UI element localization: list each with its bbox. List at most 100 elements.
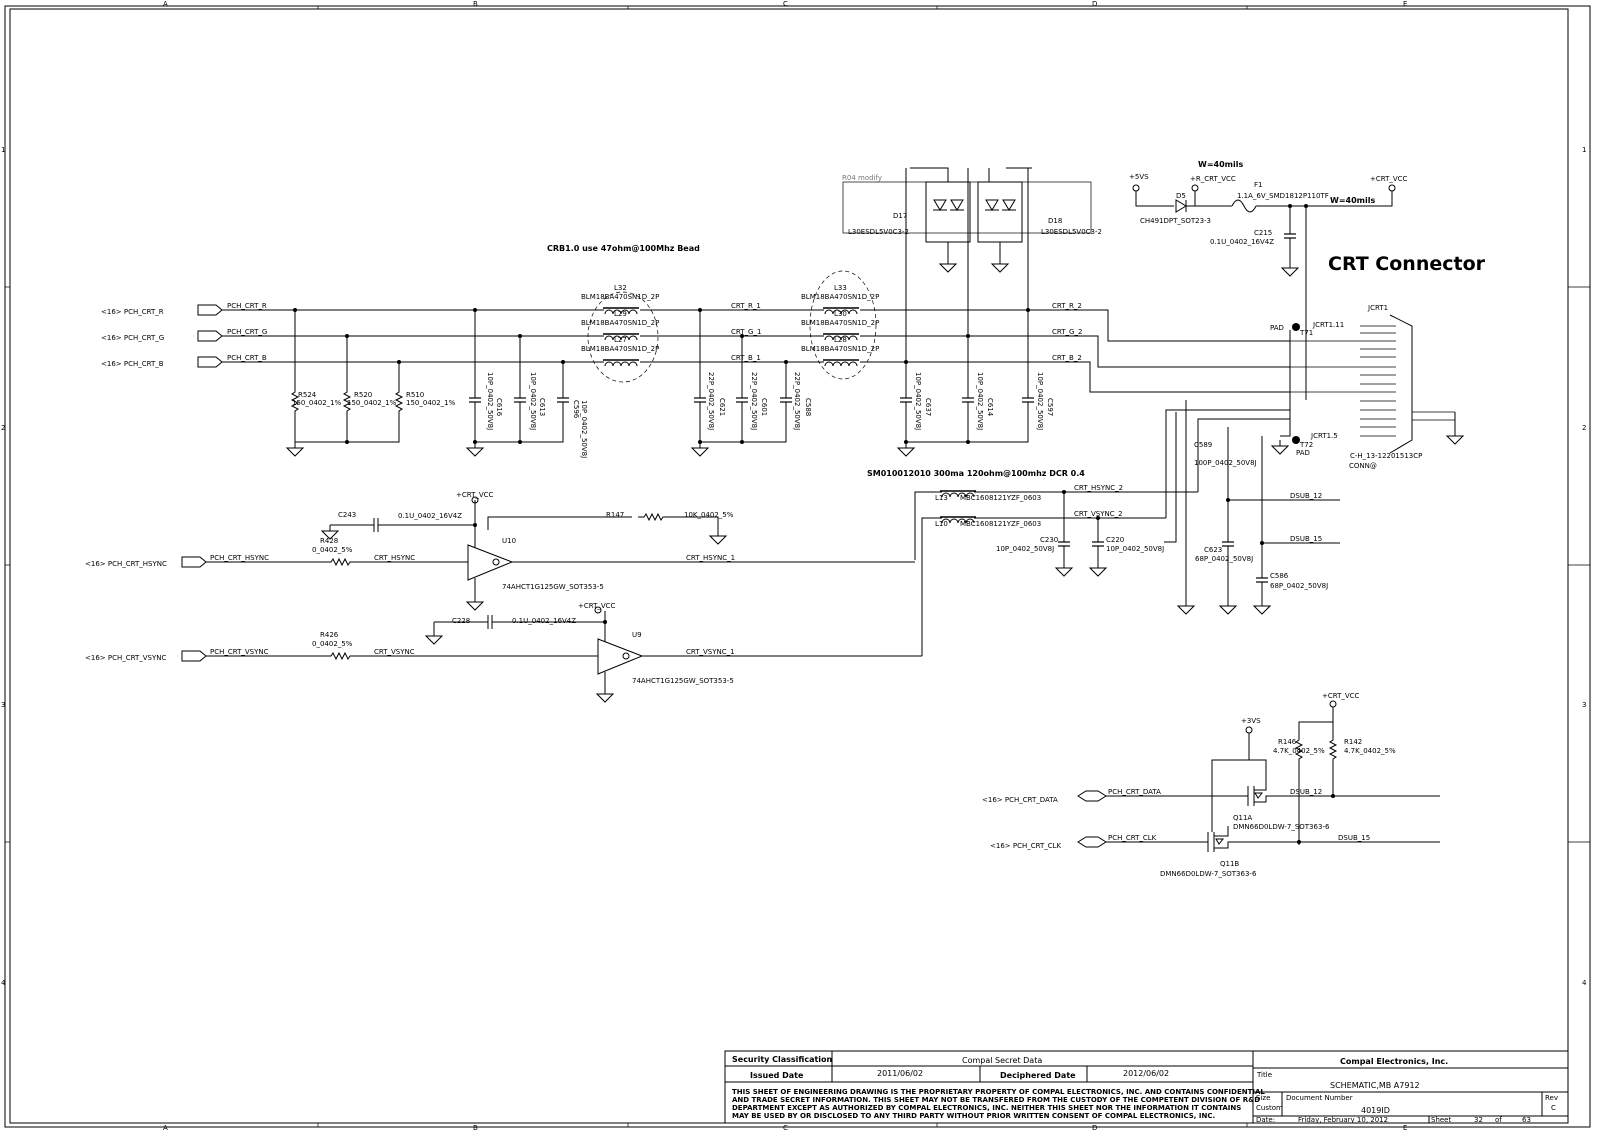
l30-val: BLM18BA470SN1D_2P <box>801 319 879 327</box>
c621-val: 22P_0402_50V8J <box>707 372 715 430</box>
r524-val: 150_0402_1% <box>292 399 342 407</box>
net-crt-hsync-1: CRT_HSYNC_1 <box>686 554 735 562</box>
sheet-border <box>4 5 1591 1128</box>
q11a-ref: Q11A <box>1233 814 1252 822</box>
net-dsub12-conn: DSUB_12 <box>1290 492 1322 500</box>
u10-val: 74AHCT1G125GW_SOT353-5 <box>502 583 604 591</box>
q11b-val: DMN66D0LDW-7_SOT363-6 <box>1160 870 1257 878</box>
d5-val: CH491DPT_SOT23-3 <box>1140 217 1211 225</box>
r510-ref: R510 <box>406 391 424 399</box>
net-crt-b-1: CRT_B_1 <box>731 354 761 362</box>
port-vsync <box>181 650 207 662</box>
c614-val: 10P_0402_50V8J <box>976 372 984 430</box>
issued-date-value: 2011/06/02 <box>877 1069 923 1078</box>
net-pch-crt-vsync: PCH_CRT_VSYNC <box>210 648 269 656</box>
net-crt-vsync-2: CRT_VSYNC_2 <box>1074 510 1123 518</box>
net-pch-crt-g: PCH_CRT_G <box>227 328 267 336</box>
net-crt-b-2: CRT_B_2 <box>1052 354 1082 362</box>
l27-val: BLM18BA470SN1D_2P <box>581 345 659 353</box>
r510-val: 150_0402_1% <box>406 399 456 407</box>
zone-row-2-right: 2 <box>1582 424 1586 432</box>
c637-ref: C637 <box>924 398 932 416</box>
power-r-crt-vcc: +R_CRT_VCC <box>1190 175 1236 183</box>
zone-row-4-right: 4 <box>1582 979 1587 987</box>
r428-val: 0_0402_5% <box>312 546 353 554</box>
zone-col-a: A <box>163 0 168 8</box>
c597-val: 10P_0402_50V8J <box>1036 372 1044 430</box>
power-crt-vcc-u10: +CRT_VCC <box>456 491 494 499</box>
l13-ref: L13 <box>935 494 948 502</box>
rev-value: C <box>1551 1104 1556 1112</box>
c228-val: 0.1U_0402_16V4Z <box>512 617 576 625</box>
power-crt-vcc-top: +CRT_VCC <box>1370 175 1408 183</box>
zone-row-4: 4 <box>1 979 6 987</box>
c613-val: 10P_0402_50V8J <box>529 372 537 430</box>
sync-filter-section: C589 100P_0402_50V8J C623 68P_0402_50V8J… <box>914 400 1340 653</box>
c588-val: 22P_0402_50V8J <box>793 372 801 430</box>
disclaimer-line-4: MAY BE USED BY OR DISCLOSED TO ANY THIRD… <box>732 1112 1215 1120</box>
r142-ref: R142 <box>1344 738 1362 746</box>
issued-date-label: Issued Date <box>750 1071 804 1080</box>
size-value: Custom <box>1256 1104 1283 1112</box>
c596-val: 10P_0402_50V8J <box>580 400 588 458</box>
net-pch-crt-b: PCH_CRT_B <box>227 354 267 362</box>
sheet-number: 32 <box>1474 1116 1483 1124</box>
jcrt1-val: C-H_13-12201513CP <box>1350 452 1422 460</box>
ddc-section: +CRT_VCC +3VS R146 4.7K_0402_5% R142 4.7… <box>982 692 1440 878</box>
c215-ref: C215 <box>1254 229 1272 237</box>
r147-ref: R147 <box>606 511 624 519</box>
power-3vs: +3VS <box>1241 717 1261 725</box>
disclaimer-line-2: AND TRADE SECRET INFORMATION. THIS SHEET… <box>732 1096 1260 1104</box>
zone-col-d: D <box>1092 0 1097 8</box>
esd-section: R04 modify D17 L30ESDL5V0C3-2 D18 L30ESD… <box>842 167 1102 273</box>
c220-ref: C220 <box>1106 536 1124 544</box>
c623-val: 68P_0402_50V8J <box>1195 555 1253 563</box>
l13-val: MBC1608121YZF_0603 <box>960 494 1041 502</box>
d17-val: L30ESDL5V0C3-2 <box>848 228 909 236</box>
net-dsub12-ddc: DSUB_12 <box>1290 788 1322 796</box>
zone-col-d-bottom: D <box>1092 1124 1097 1131</box>
security-classification-value: Compal Secret Data <box>962 1056 1042 1065</box>
zone-col-b-bottom: B <box>473 1124 478 1131</box>
jcrt1-ref: JCRT1 <box>1367 304 1388 312</box>
disclaimer-line-3: DEPARTMENT EXCEPT AS AUTHORIZED BY COMPA… <box>732 1104 1241 1112</box>
net-dsub15-conn: DSUB_15 <box>1290 535 1322 543</box>
port-r <box>197 304 223 316</box>
r520-ref: R520 <box>354 391 372 399</box>
net-crt-vsync-1: CRT_VSYNC_1 <box>686 648 735 656</box>
d17-ref: D17 <box>893 212 907 220</box>
zone-col-c-bottom: C <box>783 1124 788 1131</box>
c614-ref: C614 <box>986 398 994 417</box>
net-crt-r-1: CRT_R_1 <box>731 302 761 310</box>
zone-col-a-bottom: A <box>163 1124 168 1131</box>
l28-val: BLM18BA470SN1D_2P <box>801 345 879 353</box>
sheet-of-label: of <box>1495 1116 1502 1124</box>
port-b <box>197 356 223 368</box>
u9-val: 74AHCT1G125GW_SOT353-5 <box>632 677 734 685</box>
r04-modify-note: R04 modify <box>842 174 882 182</box>
c613-ref: C613 <box>538 398 546 416</box>
f1-val: 1.1A_6V_SMD1812P110TF <box>1237 192 1329 200</box>
c220-val: 10P_0402_50V8J <box>1106 545 1164 553</box>
net-pch-crt-hsync: PCH_CRT_HSYNC <box>210 554 269 562</box>
l27-ref: L27 <box>614 336 627 344</box>
sheet-label: Sheet <box>1431 1116 1451 1124</box>
t71-ref: T71 <box>1299 329 1313 337</box>
c616-ref: C616 <box>495 398 503 417</box>
zone-row-3-right: 3 <box>1582 701 1586 709</box>
t71-pad: PAD <box>1270 324 1284 332</box>
net-pch-crt-data: PCH_CRT_DATA <box>1108 788 1161 796</box>
power-crt-vcc-ddc: +CRT_VCC <box>1322 692 1360 700</box>
offpage-pch-crt-r: <16> PCH_CRT_R <box>101 308 164 316</box>
r146-ref: R146 <box>1278 738 1297 746</box>
d5-ref: D5 <box>1176 192 1186 200</box>
port-data <box>1077 790 1107 802</box>
offpage-pch-crt-vsync: <16> PCH_CRT_VSYNC <box>85 654 166 662</box>
r426-val: 0_0402_5% <box>312 640 353 648</box>
power-5vs: +5VS <box>1129 173 1149 181</box>
net-crt-hsync-2: CRT_HSYNC_2 <box>1074 484 1123 492</box>
offpage-pch-crt-hsync: <16> PCH_CRT_HSYNC <box>85 560 167 568</box>
r142-val: 4.7K_0402_5% <box>1344 747 1396 755</box>
title-block <box>724 1050 1569 1124</box>
zone-row-3: 3 <box>1 701 5 709</box>
